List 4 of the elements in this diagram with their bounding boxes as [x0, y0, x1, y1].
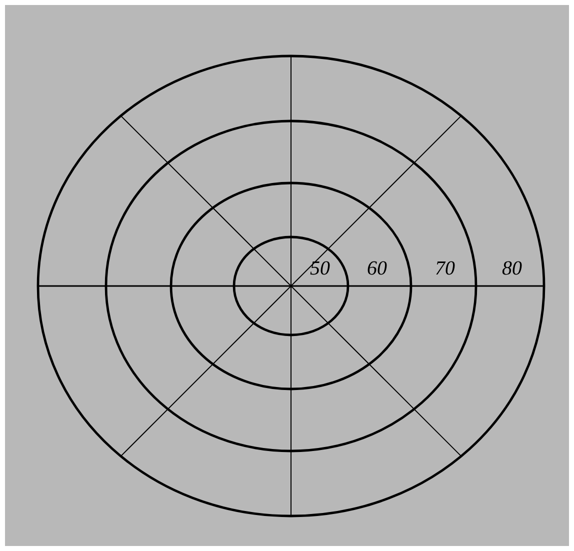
ring-label: 80 [502, 261, 522, 275]
ring-label: 60 [368, 261, 387, 275]
ring-label: 70 [436, 261, 455, 275]
ring-label: 50 [310, 261, 330, 275]
